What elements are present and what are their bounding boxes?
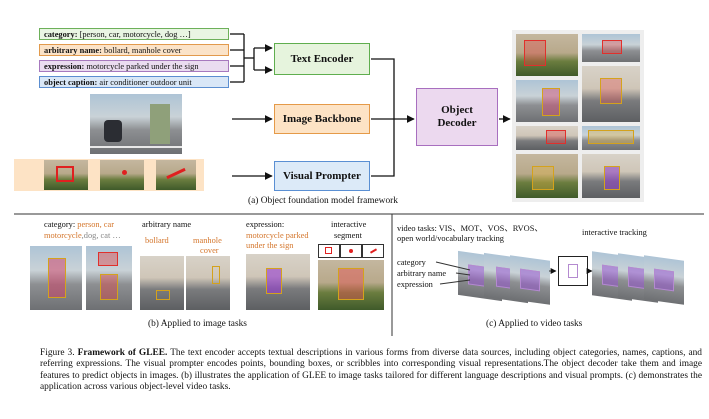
figure-label: Figure 3. xyxy=(40,348,75,358)
prompt-caption: object caption: air conditioner outdoor … xyxy=(39,76,229,88)
video-label-arbitrary: arbitrary name xyxy=(397,269,447,278)
image-task-interactive xyxy=(318,260,384,310)
video-interactive-tracking: interactive tracking xyxy=(582,228,647,237)
output-image-7 xyxy=(516,154,578,198)
output-image-5 xyxy=(516,126,578,150)
figure-caption-body: The text encoder accepts textual descrip… xyxy=(40,348,702,393)
task-interactive-2: segment xyxy=(334,231,362,240)
output-image-6 xyxy=(582,126,640,150)
figure-caption: Figure 3. Framework of GLEE. The text en… xyxy=(40,348,702,394)
prompt-category-value: [person, car, motorcycle, dog …] xyxy=(77,30,191,39)
section-a-caption: (a) Object foundation model framework xyxy=(248,196,398,206)
image-task-category-2 xyxy=(86,246,132,310)
visual-prompt-image-1 xyxy=(44,160,88,190)
image-task-arbitrary-1 xyxy=(140,256,184,310)
task-manhole-1: manhole xyxy=(193,236,222,245)
prompt-expression: expression: motorcycle parked under the … xyxy=(39,60,229,72)
prompt-arbitrary-value: bollard, manhole cover xyxy=(101,46,182,55)
task-interactive-1: interactive xyxy=(331,220,367,229)
object-decoder-label-2: Decoder xyxy=(437,117,477,129)
task-expression-value-2: under the sign xyxy=(246,241,294,250)
image-task-expression xyxy=(246,254,310,310)
visual-prompt-image-3 xyxy=(156,160,196,190)
prompt-caption-value: air conditioner outdoor unit xyxy=(97,78,192,87)
interactive-prompt-icons xyxy=(318,244,384,258)
task-manhole-2: cover xyxy=(200,246,219,255)
prompt-arbitrary-key: arbitrary name: xyxy=(44,46,102,55)
image-task-category-1 xyxy=(30,246,82,310)
task-category: category: person, car xyxy=(44,220,114,230)
video-label-expression: expression xyxy=(397,280,433,289)
task-arbitrary-label: arbitrary name xyxy=(142,220,192,229)
prompt-category: category: [person, car, motorcycle, dog … xyxy=(39,28,229,40)
task-expression-value-1: motorcycle parked xyxy=(246,231,309,240)
text-encoder-label: Text Encoder xyxy=(290,52,354,65)
text-encoder-box: Text Encoder xyxy=(274,43,370,75)
object-decoder-box: Object Decoder xyxy=(416,88,498,146)
image-task-arbitrary-2 xyxy=(186,256,230,310)
section-b-caption: (b) Applied to image tasks xyxy=(148,319,247,329)
figure-title: Framework of GLEE. xyxy=(77,348,168,358)
output-image-3 xyxy=(516,80,578,122)
image-backbone-box: Image Backbone xyxy=(274,104,370,134)
visual-prompter-box: Visual Prompter xyxy=(274,161,370,191)
output-image-4 xyxy=(582,66,640,122)
task-category-values-2: motorcycle xyxy=(44,231,82,240)
prompt-caption-key: object caption: xyxy=(44,78,98,87)
output-image-1 xyxy=(516,34,578,76)
visual-prompt-image-2 xyxy=(100,160,144,190)
video-tasks-line2: open world/vocabulary tracking xyxy=(397,234,504,243)
object-decoder-label-1: Object xyxy=(441,104,473,116)
prompt-expression-value: motorcycle parked under the sign xyxy=(84,62,199,71)
section-c-caption: (c) Applied to video tasks xyxy=(486,319,583,329)
task-category-line2: motorcycle,dog, cat … xyxy=(44,231,121,241)
prompt-expression-key: expression: xyxy=(44,62,85,71)
output-image-2 xyxy=(582,34,640,62)
task-category-values-3: ,dog, cat … xyxy=(81,231,121,240)
task-expression-label: expression: xyxy=(246,220,285,229)
input-image xyxy=(90,94,182,154)
task-bollard: bollard xyxy=(145,236,169,245)
output-image-8 xyxy=(582,154,640,198)
prompt-category-key: category: xyxy=(44,30,78,39)
image-backbone-label: Image Backbone xyxy=(282,112,362,125)
interactive-tracking-prompt xyxy=(558,256,588,286)
task-category-values-1: person, car xyxy=(77,220,115,229)
visual-prompter-label: Visual Prompter xyxy=(283,169,361,182)
video-label-category: category xyxy=(397,258,426,267)
task-category-label: category: xyxy=(44,220,76,229)
prompt-arbitrary: arbitrary name: bollard, manhole cover xyxy=(39,44,229,56)
video-tasks-line1: video tasks: VIS、MOT、VOS、RVOS、 xyxy=(397,224,543,233)
